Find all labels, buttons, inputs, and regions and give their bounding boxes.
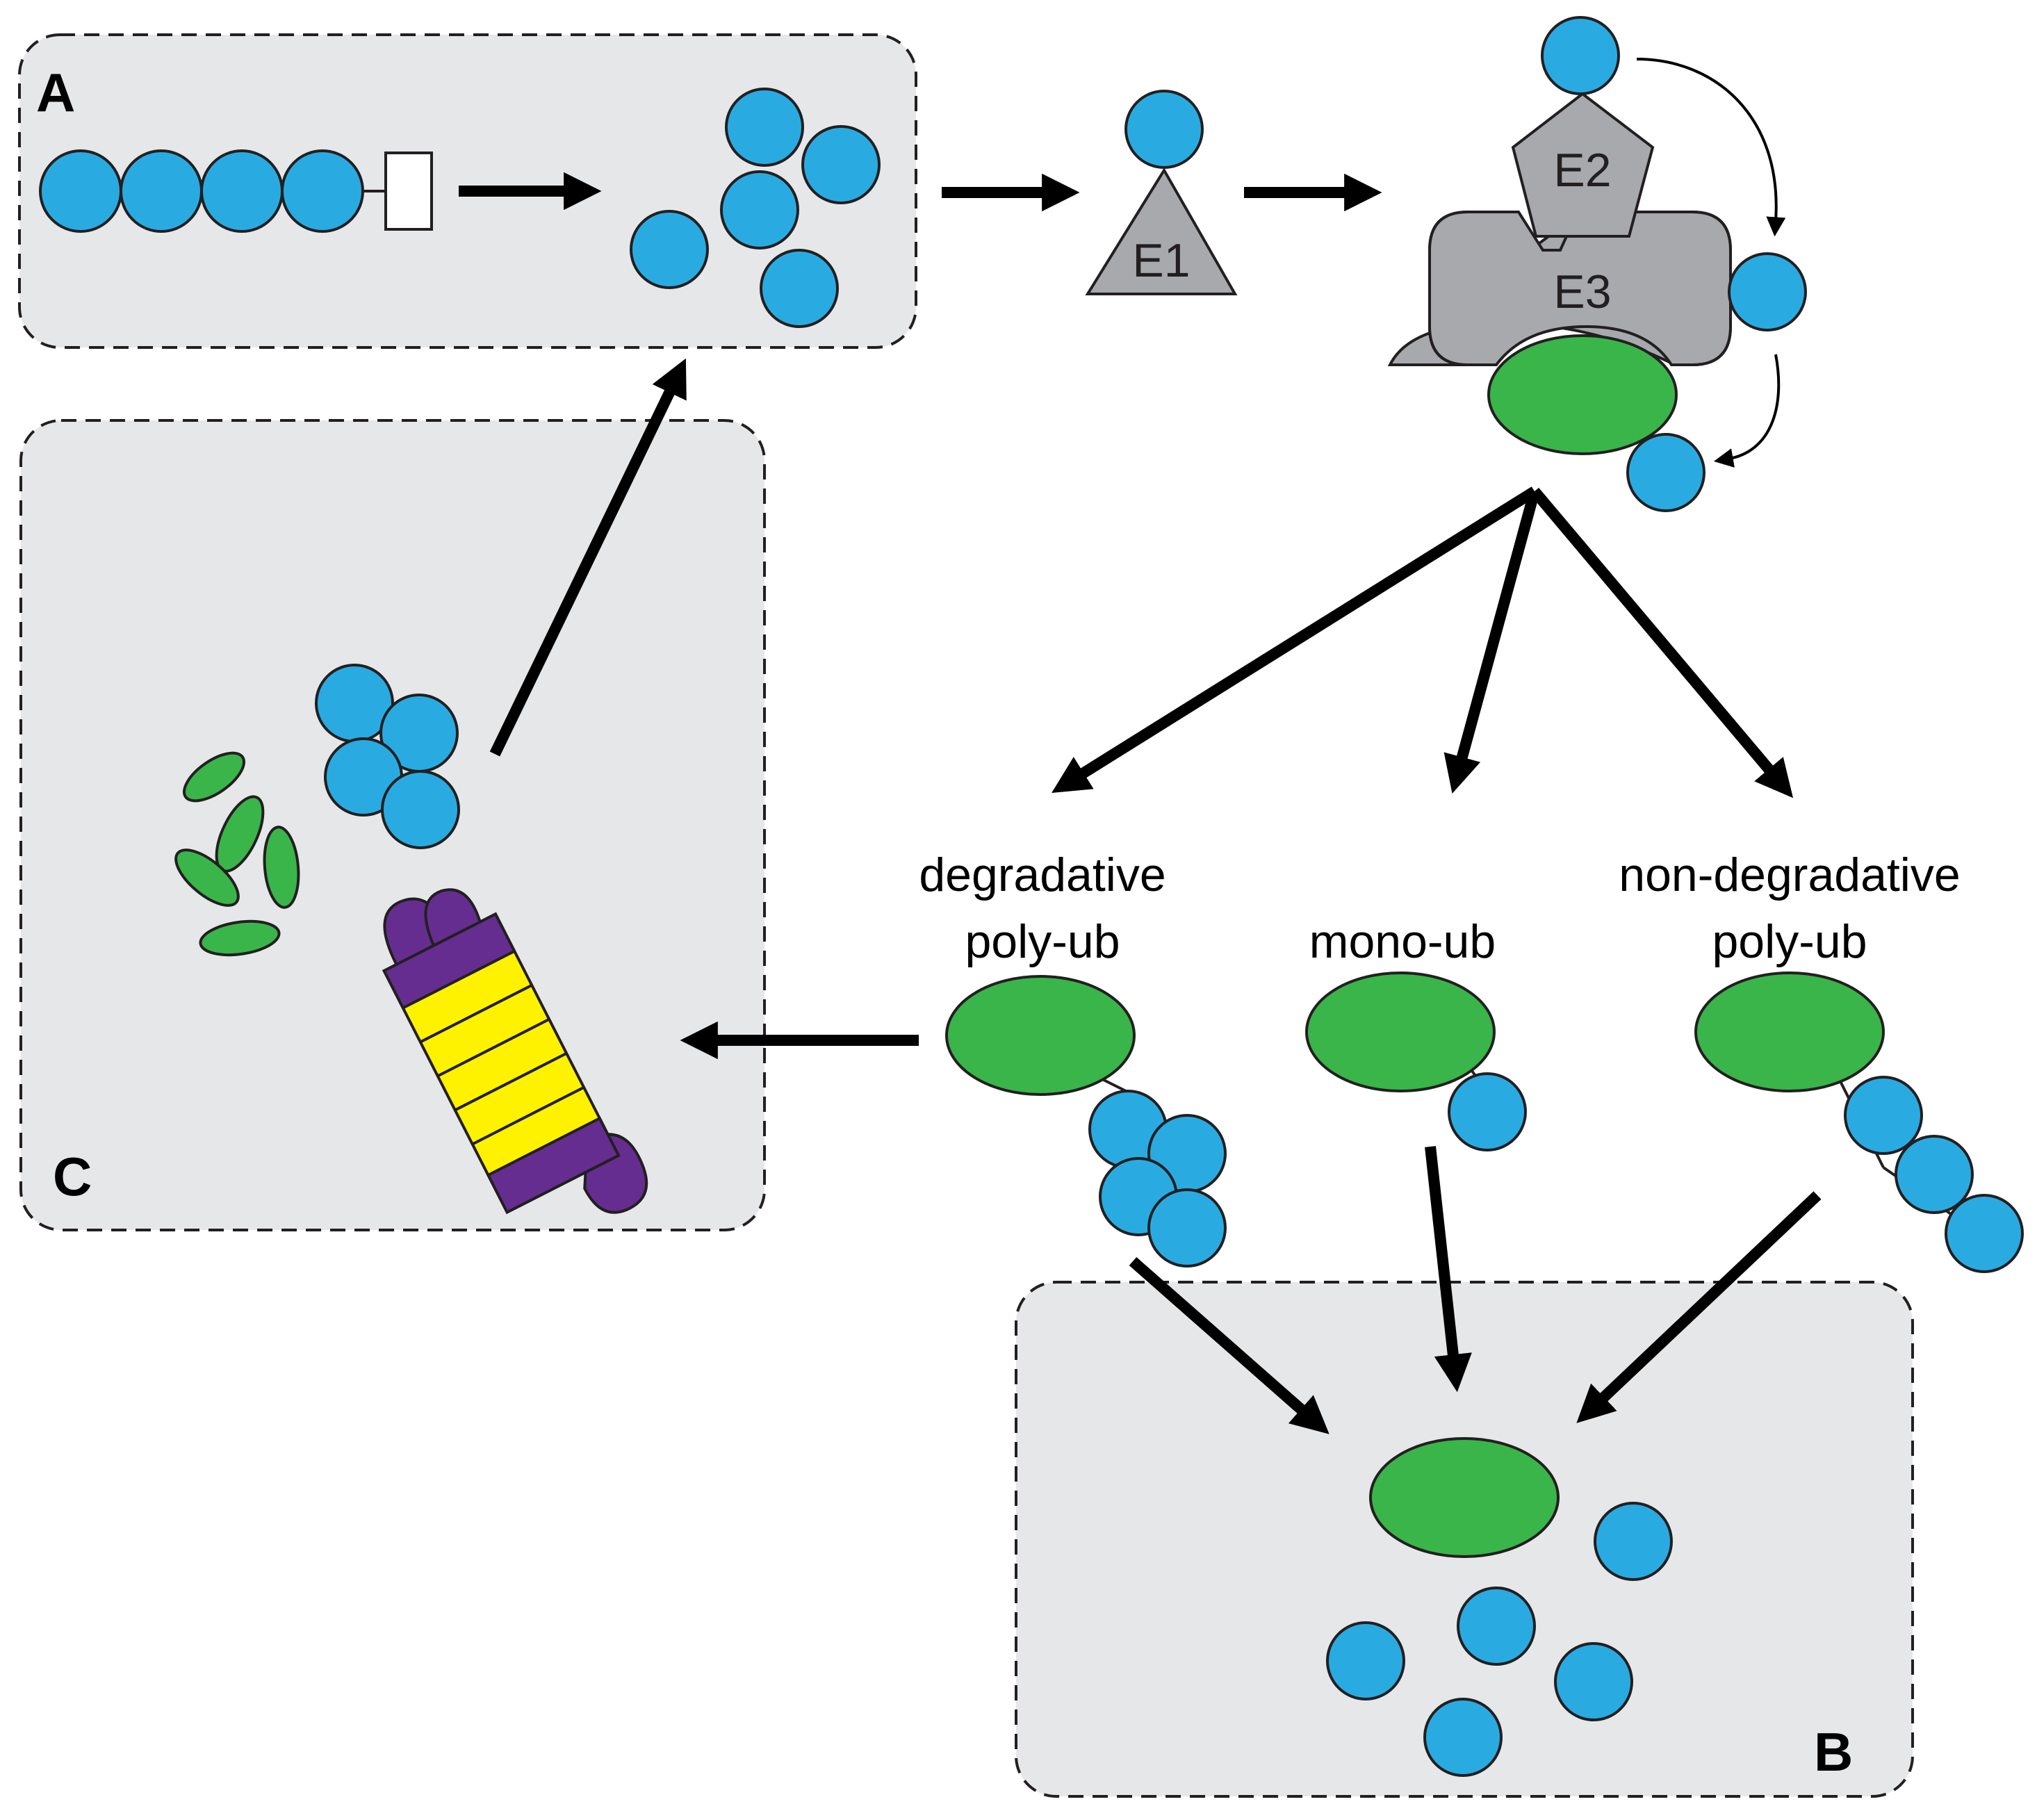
nondegradative-polyub-substrate: [1694, 972, 2024, 1273]
ubiquitin-monomer: [1626, 433, 1705, 512]
ubiquitin-precursor-chain: [39, 149, 433, 233]
e1-label: E1: [1132, 234, 1190, 287]
transfer-arrow-2: [1713, 354, 1781, 468]
arrow-mono-to-b: [1425, 1146, 1472, 1393]
arrow-branch-degradative: [1052, 486, 1538, 794]
panel-b-letter: B: [1814, 1721, 1853, 1782]
arrow-recycle-to-a: [489, 358, 687, 757]
substrate-protein: [1694, 972, 1885, 1092]
ubiquitin-monomer: [200, 149, 284, 233]
free-ubiquitin-pool-b: [1326, 1502, 1673, 1777]
panel-c-letter: C: [53, 1146, 92, 1207]
arrow-branch-nondegradative: [1530, 487, 1794, 798]
arrow-degradative-to-b: [1129, 1256, 1330, 1434]
e2-label: E2: [1553, 144, 1611, 197]
e2-enzyme: E2: [1511, 16, 1655, 238]
arrow-branch-mono: [1443, 489, 1540, 794]
degradative-polyub-substrate: [945, 975, 1227, 1268]
e3-label: E3: [1553, 265, 1611, 318]
precursor-tail: [384, 151, 433, 231]
e1-enzyme: E1: [1085, 90, 1238, 295]
mono-label: mono-ub: [1309, 915, 1496, 968]
proteasome-alpha-ring-bottom: [486, 1116, 621, 1215]
ubiquitin-monomer: [1124, 90, 1204, 169]
free-ubiquitin-pool-a: [630, 88, 881, 328]
ubiquitin-monomer: [281, 149, 364, 233]
transfer-arrow-1: [1636, 58, 1786, 237]
ubiquitin-monomer: [120, 149, 203, 233]
ubiquitin-monomer: [1541, 16, 1620, 95]
e3-ligase-complex: E3: [1387, 211, 1732, 366]
monoub-substrate: [1305, 972, 1527, 1151]
degradative-label-line2: poly-ub: [965, 915, 1120, 968]
ubiquitin-monomer: [1728, 252, 1807, 331]
proteasome: [382, 888, 648, 1215]
substrate-protein: [1487, 334, 1678, 455]
substrate-protein: [945, 975, 1136, 1096]
nondegradative-label-line1: non-degradative: [1619, 848, 1960, 901]
released-ubiquitin-chain: [315, 664, 460, 849]
substrate-protein: [1305, 972, 1496, 1092]
nondegradative-label-line2: poly-ub: [1712, 915, 1867, 968]
ubiquitin-monomer: [39, 149, 122, 233]
free-substrate: [1369, 1437, 1560, 1558]
panel-a-letter: A: [36, 62, 75, 123]
degradative-label-line1: degradative: [919, 848, 1165, 901]
arrow-nondegradative-to-b: [1576, 1191, 1822, 1423]
degraded-peptides: [174, 751, 300, 957]
